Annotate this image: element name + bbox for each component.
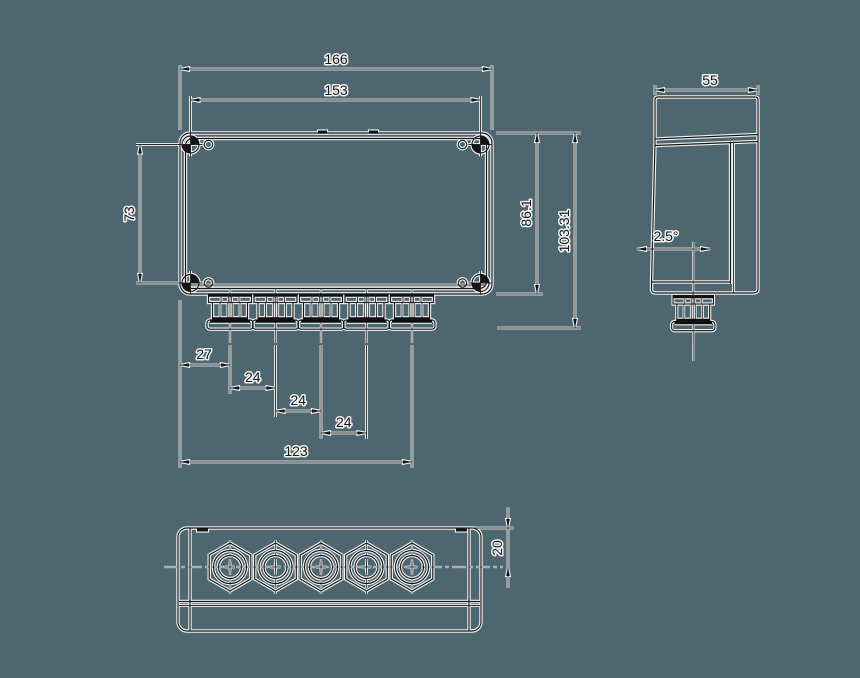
dim-label-gland-pitch-1: 24 xyxy=(245,369,261,385)
dim-label-gland-pitch-2: 24 xyxy=(290,392,306,408)
dim-label-screw-spacing-h: 153 xyxy=(324,82,348,98)
dim-label-total-height: 103.31 xyxy=(556,209,572,252)
dim-label-screw-spacing-v: 73 xyxy=(121,206,137,222)
dim-label-gland-pitch-3: 24 xyxy=(336,414,352,430)
dim-label-draft-angle: 2.5° xyxy=(653,228,678,244)
dim-label-gland-span: 123 xyxy=(284,443,308,459)
dim-label-body-height: 86.1 xyxy=(518,199,534,226)
dim-label-first-gland-offset: 27 xyxy=(196,346,212,362)
halo-layer xyxy=(136,65,758,631)
dimension-labels: 166 153 73 86.1 103.31 27 24 24 24 123 5… xyxy=(120,50,720,558)
dim-label-depth: 55 xyxy=(702,72,718,88)
dim-label-gland-axis-offset: 20 xyxy=(489,540,505,556)
dim-label-overall-width: 166 xyxy=(324,51,348,67)
